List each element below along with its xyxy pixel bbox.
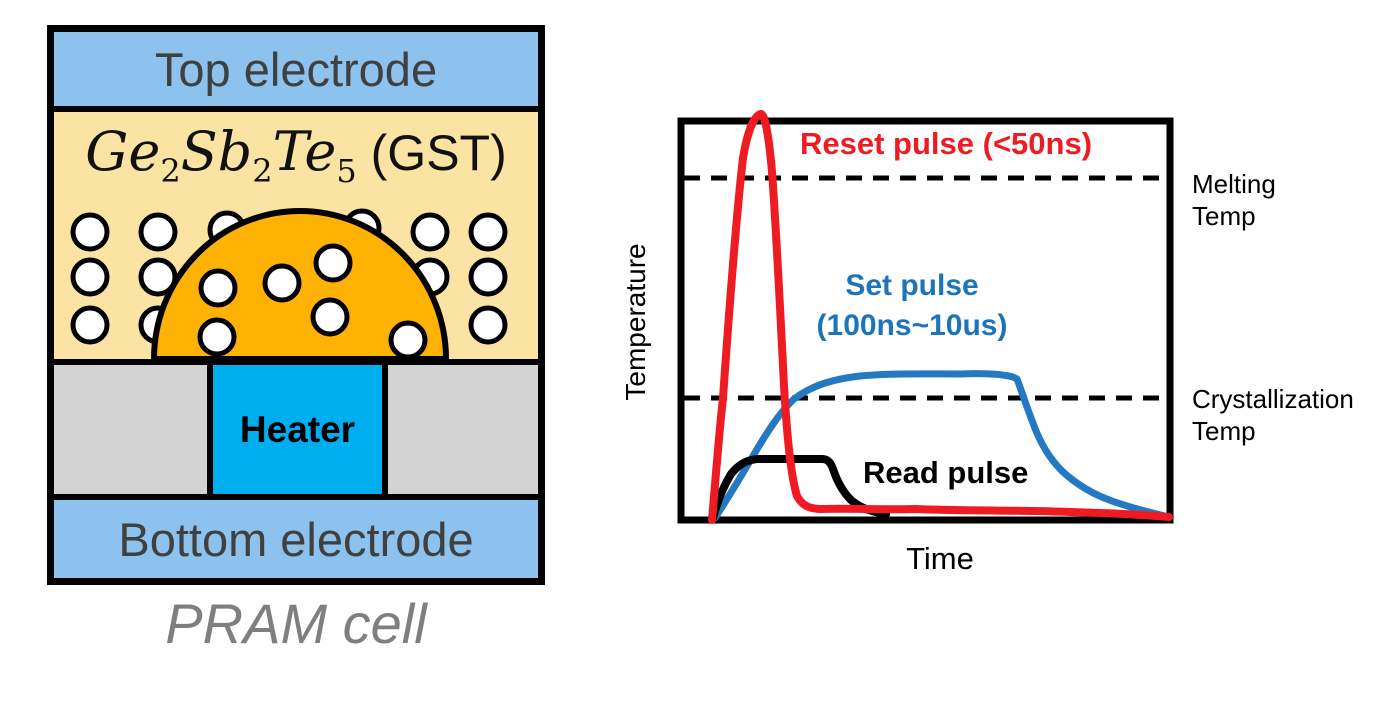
pram-caption: PRAM cell [165, 592, 427, 655]
set-pulse-curve [711, 370, 1169, 522]
set-pulse-annotation-line1: Set pulse [845, 269, 979, 302]
crystallization-temp-label-line1: Crystallization [1192, 384, 1354, 414]
pulse-plot [677, 110, 1174, 524]
plot-frame [677, 117, 1174, 524]
gst-graphic [70, 208, 508, 359]
melting-temp-label-line2: Temp [1192, 201, 1256, 231]
melting-temp-label-line1: Melting [1192, 169, 1276, 199]
heater-layer: Heater [54, 365, 538, 500]
insulator-left [54, 365, 207, 494]
gst-formula: Ge2Sb2Te5 (GST) [54, 120, 538, 190]
gst-layer: Ge2Sb2Te5 (GST) [54, 112, 538, 365]
reset-pulse-annotation: Reset pulse (<50ns) [800, 126, 1093, 161]
read-pulse-annotation: Read pulse [863, 455, 1029, 490]
set-pulse-annotation: Set pulse (100ns~10us) [787, 266, 1037, 346]
melting-temp-label: Melting Temp [1192, 168, 1276, 232]
heater-label: Heater [239, 408, 356, 450]
gst-abbreviation: (GST) [356, 125, 507, 181]
heater-block: Heater [207, 365, 388, 494]
top-electrode-layer: Top electrode [54, 32, 538, 112]
set-pulse-annotation-line2: (100ns~10us) [816, 309, 1008, 342]
top-electrode-label: Top electrode [154, 42, 438, 96]
x-axis-label: Time [906, 541, 974, 576]
pram-cell-diagram: Top electrode Ge2Sb2Te5 (GST) [47, 25, 545, 585]
crystallization-temp-label-line2: Temp [1192, 416, 1256, 446]
bottom-electrode-label: Bottom electrode [118, 512, 474, 566]
read-pulse-curve [709, 455, 890, 522]
insulator-right [388, 365, 538, 494]
reset-pulse-curve [708, 110, 1173, 524]
gst-chemical-name: Ge2Sb2Te5 [85, 120, 357, 190]
crystallization-temp-label: Crystallization Temp [1192, 383, 1354, 447]
amorphous-atoms [197, 243, 428, 359]
bottom-electrode-layer: Bottom electrode [54, 500, 538, 578]
